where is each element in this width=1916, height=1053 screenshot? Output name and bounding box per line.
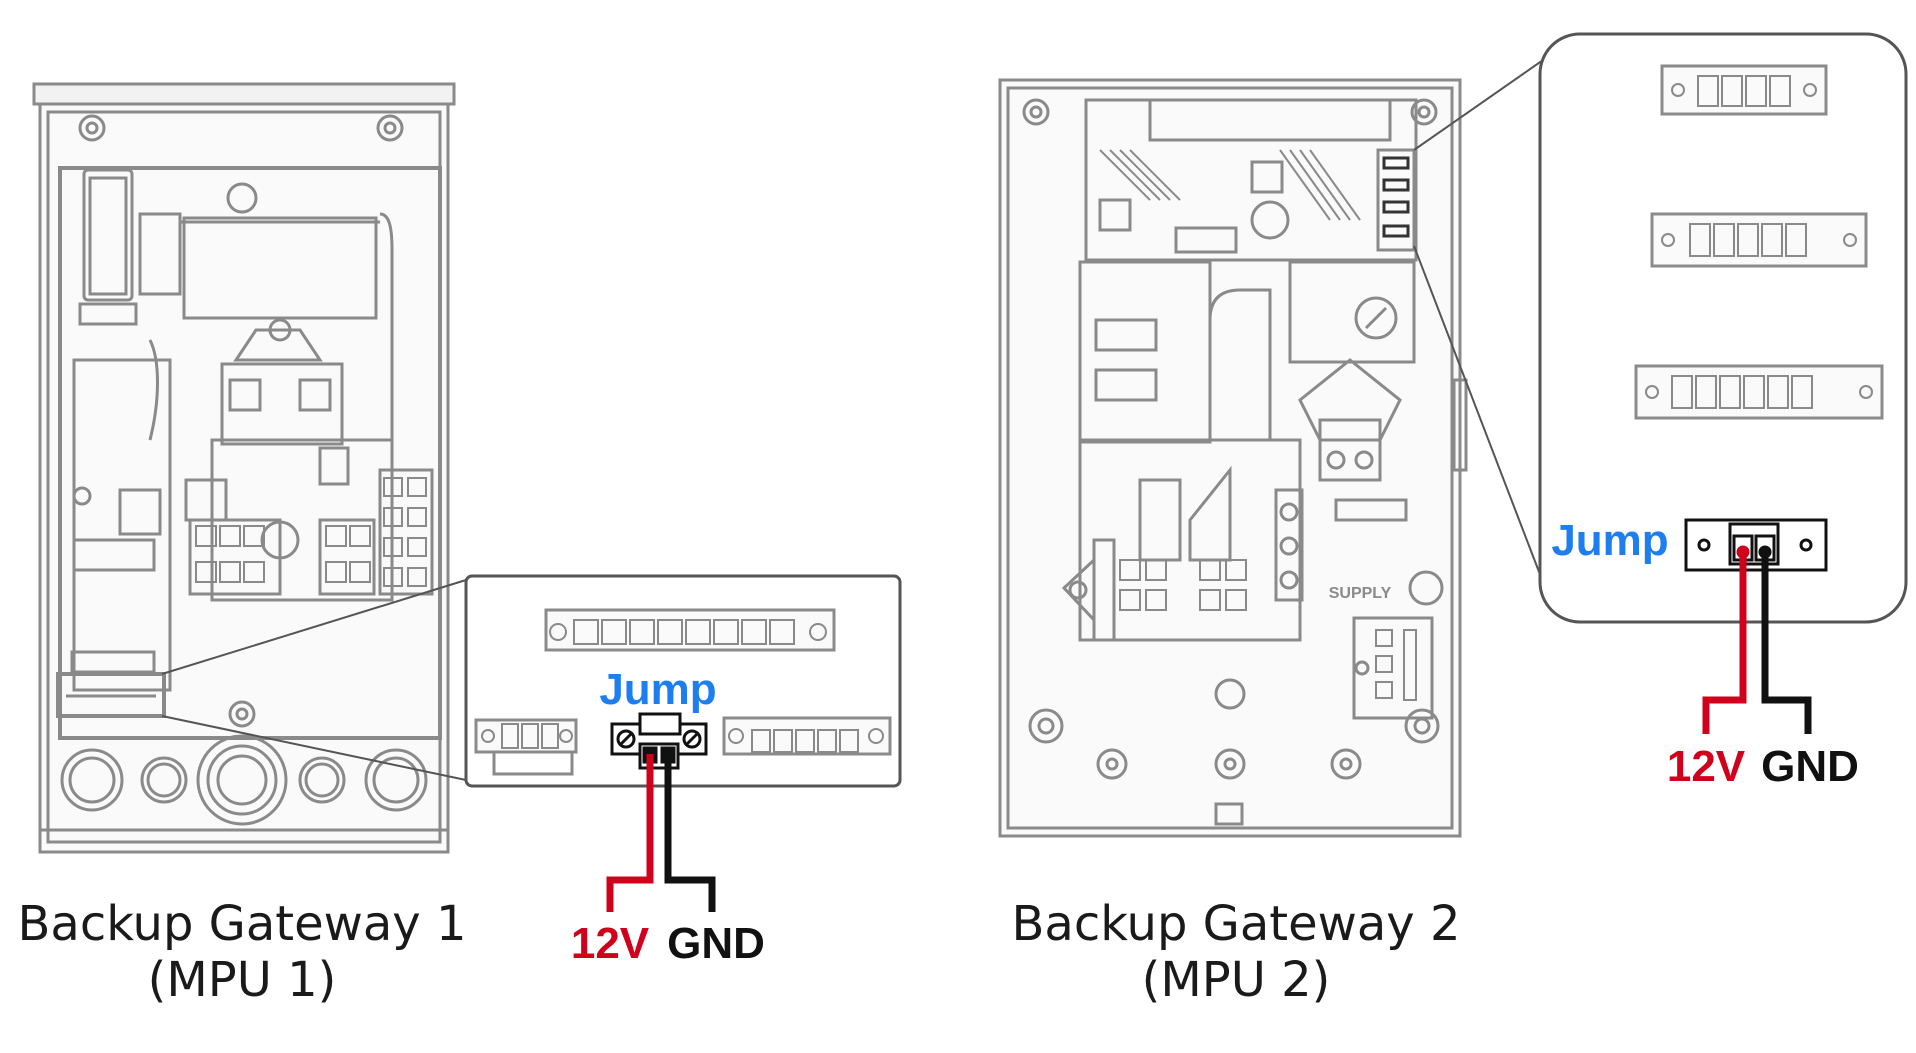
gateway-1-jumper-connector xyxy=(610,712,708,770)
gateway-2-12v-label: 12V xyxy=(1667,742,1746,791)
gateway-2-callout-lines xyxy=(1413,57,1547,591)
gateway-2-panel-label: SUPPLY xyxy=(1329,585,1392,602)
gateway-2-gnd-label: GND xyxy=(1761,742,1859,791)
gateway-1-wire-gnd xyxy=(664,754,716,912)
gateway-1-zoom-panel xyxy=(464,574,902,788)
gateway-2-jump-label: Jump xyxy=(1551,516,1668,565)
gateway-1-gnd-label: GND xyxy=(667,919,765,968)
gateway-2-jumper-connector xyxy=(1684,518,1828,572)
gateway-1-caption-line2: (MPU 1) xyxy=(148,952,337,1008)
gateway-2-caption-line2: (MPU 2) xyxy=(1142,952,1331,1008)
gateway-2-wires xyxy=(1702,552,1812,734)
gateway-1-callout-lines xyxy=(161,579,467,781)
gateway-2-enclosure xyxy=(998,78,1468,838)
gateway-2-wire-12v xyxy=(1702,552,1747,734)
gateway-1-wires xyxy=(606,754,716,912)
gateway-2-zoom-panel xyxy=(1538,32,1908,624)
gateway-2-caption-line1: Backup Gateway 2 xyxy=(1011,896,1460,952)
gateway-2-wire-gnd xyxy=(1761,552,1812,734)
gateway-1-caption-line1: Backup Gateway 1 xyxy=(17,896,466,952)
gateway-1-12v-label: 12V xyxy=(571,919,650,968)
gateway-1-jump-label: Jump xyxy=(599,665,716,714)
gateway-1-wire-12v xyxy=(606,754,654,912)
gateway-1-enclosure xyxy=(32,82,456,854)
